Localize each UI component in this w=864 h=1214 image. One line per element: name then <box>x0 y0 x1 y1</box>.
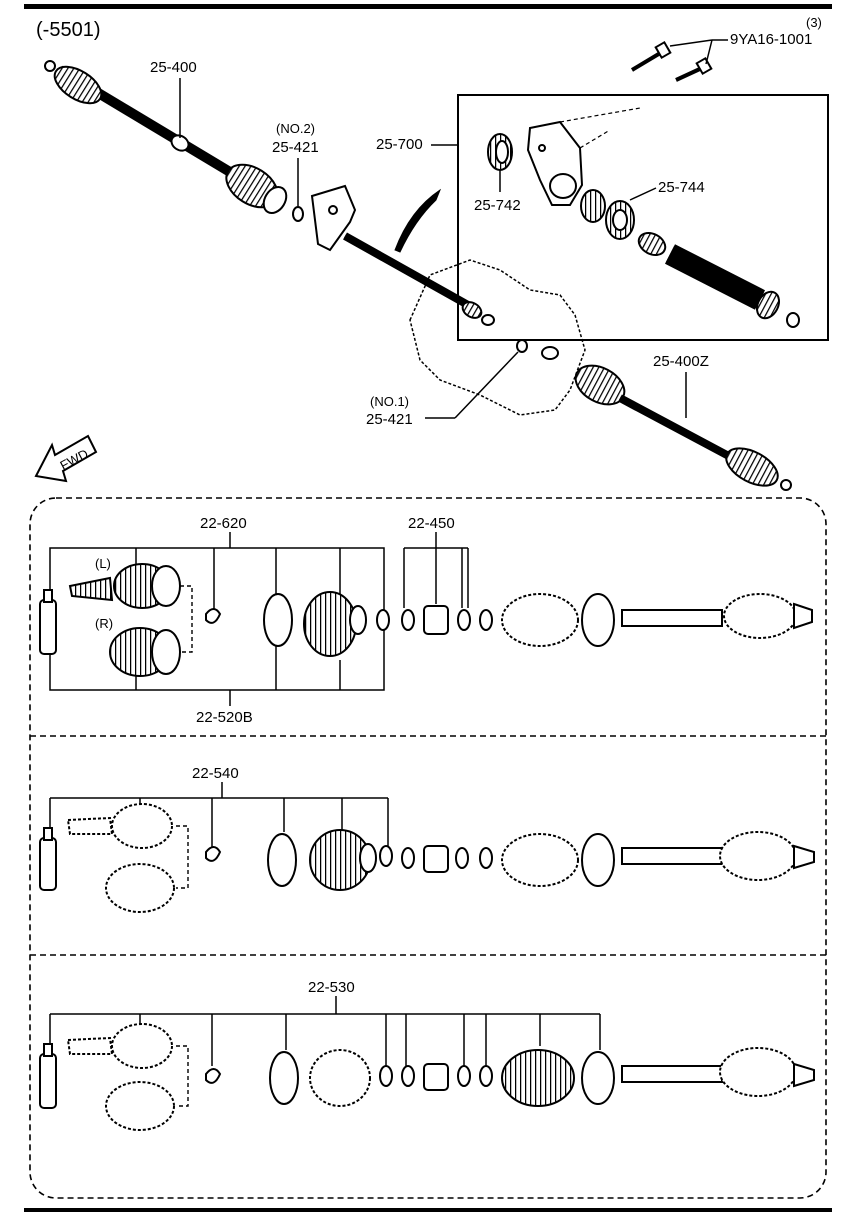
kit1-label-l: (L) <box>95 556 111 571</box>
kit1-label-22-520b: 22-520B <box>196 709 253 726</box>
kit3-label-22-530: 22-530 <box>308 979 355 996</box>
label-9ya16-1001: 9YA16-1001 <box>730 31 812 48</box>
kit1-label-22-450: 22-450 <box>408 515 455 532</box>
insertion-arrow <box>394 188 442 253</box>
label-no2-tag: (NO.2) <box>276 121 315 136</box>
intermediate-shaft <box>310 184 495 326</box>
kit2-label-22-540: 22-540 <box>192 765 239 782</box>
kit1-boot-bracket <box>403 532 469 608</box>
label-25-421-no1: 25-421 <box>366 411 413 428</box>
kit1-label-r: (R) <box>95 616 113 631</box>
label-25-400: 25-400 <box>150 59 197 76</box>
left-drive-shaft <box>44 60 288 215</box>
kit-1 <box>39 532 813 706</box>
oil-seal <box>487 133 513 171</box>
clip-no1 <box>516 339 528 353</box>
label-25-421-no2: 25-421 <box>272 139 319 156</box>
kit-2 <box>39 782 815 913</box>
bolts <box>630 40 713 82</box>
kit1-label-22-620: 22-620 <box>200 515 247 532</box>
label-25-742: 25-742 <box>474 197 521 214</box>
label-bolt-qty: (3) <box>806 15 822 30</box>
label-25-700: 25-700 <box>376 136 423 153</box>
right-drive-shaft <box>541 346 792 491</box>
label-25-400z: 25-400Z <box>653 353 709 370</box>
top-rule <box>24 4 832 9</box>
label-no1-tag: (NO.1) <box>370 394 409 409</box>
kits-dashed-panel <box>29 497 827 1199</box>
model-code: (-5501) <box>36 19 100 41</box>
bearing <box>580 189 635 240</box>
transaxle-outline <box>409 259 586 416</box>
bottom-rule <box>24 1208 832 1212</box>
bracket-assy-box <box>457 94 829 341</box>
bracket <box>526 107 641 206</box>
clip-no2 <box>292 206 304 222</box>
fwd-arrow-icon: FWD <box>34 434 98 483</box>
label-25-744: 25-744 <box>658 179 705 196</box>
kit-3 <box>39 996 815 1131</box>
bracket-shaft <box>637 231 800 328</box>
